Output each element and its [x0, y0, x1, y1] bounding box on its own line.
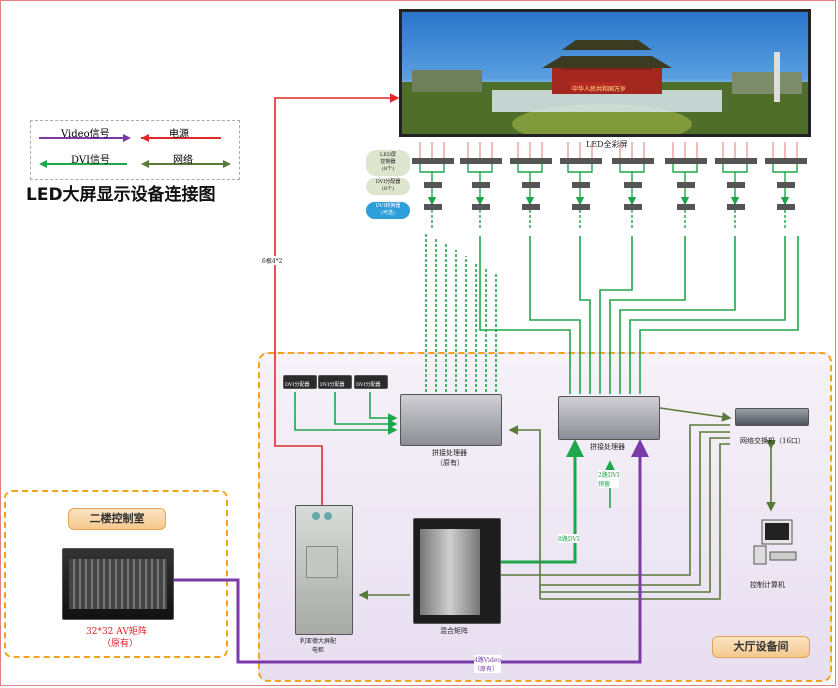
hall-tag: 大厅设备间 — [712, 636, 810, 658]
splitter-link-6 — [672, 164, 698, 173]
controller-1-b — [426, 158, 440, 164]
dvi-splitter-label-3: DVI分配器 — [356, 382, 381, 388]
dvi-splitter-label-1: DVI分配器 — [285, 382, 310, 388]
av-matrix-label: 32*32 AV矩阵 — [86, 627, 147, 637]
splitter-link-3 — [517, 164, 543, 173]
power-cabinet-label: 利亚德大屏配 电柜 — [300, 638, 337, 654]
controller-5-b — [626, 158, 640, 164]
splitter-link-1 — [419, 164, 445, 173]
computer-icon — [753, 519, 797, 565]
reserve-dvi-label: 2路DVI 预留 — [598, 470, 620, 488]
controller-5-c — [640, 158, 654, 164]
controller-3-b — [524, 158, 538, 164]
controller-7-a — [715, 158, 729, 164]
dvi-splitter-col-3 — [522, 182, 540, 188]
dvi-splitter-col-7 — [727, 182, 745, 188]
legend-power-label: 电源 — [169, 129, 189, 140]
processor-left — [400, 394, 502, 446]
dvi-splitter-col-1 — [424, 182, 442, 188]
led-screen: 中华人民共和国万岁 — [399, 9, 811, 137]
control-computer-label: 控制计算机 — [750, 581, 785, 589]
controller-7-c — [743, 158, 757, 164]
controller-2-c — [488, 158, 502, 164]
power-cabinet — [295, 505, 353, 635]
legend-video-label: Video信号 — [61, 129, 110, 140]
controller-6-b — [679, 158, 693, 164]
dvi-splitter-col-8 — [777, 182, 795, 188]
controller-side-label: LED屏 控制器 (8个) — [366, 150, 410, 176]
dvi-converter-col-4 — [572, 204, 590, 210]
room2-tag: 二楼控制室 — [68, 508, 166, 530]
led-screen-label: LED全彩屏 — [586, 140, 628, 149]
dvi-converter-col-5 — [624, 204, 642, 210]
controller-3-c — [538, 158, 552, 164]
legend-network-label: 网络 — [173, 155, 193, 166]
splitter-link-4 — [567, 164, 593, 173]
dvi-converter-col-3 — [522, 204, 540, 210]
dvi-converter-col-8 — [777, 204, 795, 210]
power-cable-label: 6根4*2 — [262, 256, 283, 265]
dvi-splitter-1 — [283, 375, 317, 389]
controller-4-c — [588, 158, 602, 164]
tiananmen-image — [402, 40, 808, 134]
dvi-splitter-col-2 — [472, 182, 490, 188]
dvi-splitter-label-2: DVI分配器 — [320, 382, 345, 388]
diagram-title: LED大屏显示设备连接图 — [26, 185, 216, 205]
controller-5-a — [612, 158, 626, 164]
hall-equipment-room — [258, 352, 832, 682]
video-bottom-label: 4路Video （原有） — [474, 655, 501, 673]
controller-6-a — [665, 158, 679, 164]
av-matrix-note: （原有） — [102, 639, 139, 649]
dvi-splitter-col-5 — [624, 182, 642, 188]
av-matrix — [62, 548, 174, 620]
dvi-splitter-side-label: DVI分配器 (8个) — [366, 178, 410, 195]
dvi-splitter-col-4 — [572, 182, 590, 188]
controller-4-a — [560, 158, 574, 164]
controller-7-b — [729, 158, 743, 164]
controller-8-a — [765, 158, 779, 164]
processor-left-note: （原有） — [436, 459, 464, 467]
splitter-link-5 — [619, 164, 645, 173]
controller-2-b — [474, 158, 488, 164]
controller-4-b — [574, 158, 588, 164]
controller-1-c — [440, 158, 454, 164]
hybrid-matrix — [413, 518, 501, 624]
dvi-converter-col-2 — [472, 204, 490, 210]
splitter-link-7 — [722, 164, 748, 173]
controller-8-c — [793, 158, 807, 164]
splitter-link-8 — [772, 164, 798, 173]
dvi-converter-col-6 — [677, 204, 695, 210]
controller-2-a — [460, 158, 474, 164]
controller-3-a — [510, 158, 524, 164]
legend-box: Video信号 电源 DVI信号 网络 — [30, 120, 240, 180]
network-switch — [735, 408, 809, 426]
dvi-repeater-side-label: DVI转换器 (可选) — [366, 202, 410, 219]
legend-arrows — [39, 134, 231, 168]
controller-8-b — [779, 158, 793, 164]
dvi-converter-col-1 — [424, 204, 442, 210]
processor-right-label: 拼接处理器 — [590, 443, 625, 451]
processor-right — [558, 396, 660, 440]
dvi-splitter-2 — [318, 375, 352, 389]
controller-6-c — [693, 158, 707, 164]
network-switch-label: 网络交换机（16口） — [740, 437, 805, 445]
hybrid-matrix-label: 混合矩阵 — [440, 627, 468, 635]
hybrid-dvi-label: 8路DVI — [558, 534, 580, 543]
controller-1-a — [412, 158, 426, 164]
dvi-converter-col-7 — [727, 204, 745, 210]
splitter-link-2 — [467, 164, 493, 173]
legend-dvi-label: DVI信号 — [71, 155, 111, 166]
dvi-splitter-3 — [354, 375, 388, 389]
dvi-splitter-col-6 — [677, 182, 695, 188]
screen-banner-text: 中华人民共和国万岁 — [572, 86, 627, 93]
processor-left-label: 拼接处理器 — [432, 449, 467, 457]
